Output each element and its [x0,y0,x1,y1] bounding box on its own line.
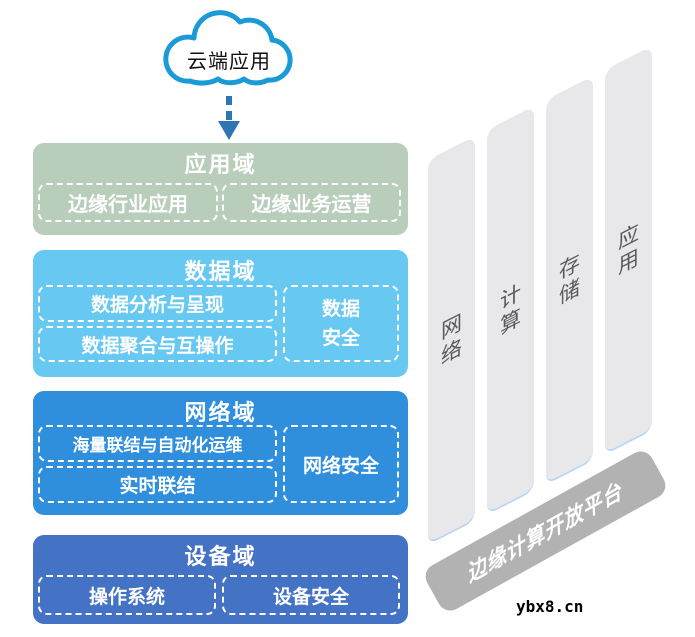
domain-application-title: 应用域 [184,153,257,178]
pillar-computing-label: 计 算 [500,279,521,339]
pillar-network-label: 网 络 [441,310,462,369]
domain-device-title: 设备域 [184,545,257,570]
subbox-data-security: 数据 安全 [283,285,399,362]
subbox-realtime-connection: 实时联结 [38,466,277,503]
domain-network: 网络域 海量联结与自动化运维 实时联结 网络安全 [33,391,408,515]
domain-application: 应用域 边缘行业应用 边缘业务运营 [33,143,408,235]
pillar-application: 应 用 [605,45,652,455]
cloud-shape: 云端应用 [160,7,298,91]
subbox-network-security: 网络安全 [283,425,399,503]
subbox-edge-business-ops: 边缘业务运营 [222,183,401,222]
domain-data: 数据域 数据分析与呈现 数据聚合与互操作 数据 安全 [33,250,408,377]
cloud-label: 云端应用 [187,49,271,73]
cloud-icon [163,10,293,86]
pillar-computing: 计 算 [487,105,534,515]
down-arrow-icon [218,96,240,140]
pillar-storage: 存 储 [546,75,593,485]
subbox-device-security: 设备安全 [222,575,400,615]
pillar-network: 网 络 [428,136,475,545]
subbox-data-analysis: 数据分析与呈现 [38,285,277,322]
subbox-massive-connection: 海量联结与自动化运维 [38,425,277,462]
domain-device: 设备域 操作系统 设备安全 [33,535,408,624]
subbox-edge-industry-apps: 边缘行业应用 [38,183,218,222]
domain-network-title: 网络域 [184,401,257,426]
subbox-operating-system: 操作系统 [38,575,216,615]
watermark: ybx8.cn [516,597,584,616]
pillar-application-label: 应 用 [618,219,639,279]
pillar-storage-label: 存 储 [559,249,580,309]
domain-data-title: 数据域 [184,260,257,285]
subbox-data-aggregation: 数据聚合与互操作 [38,326,277,362]
